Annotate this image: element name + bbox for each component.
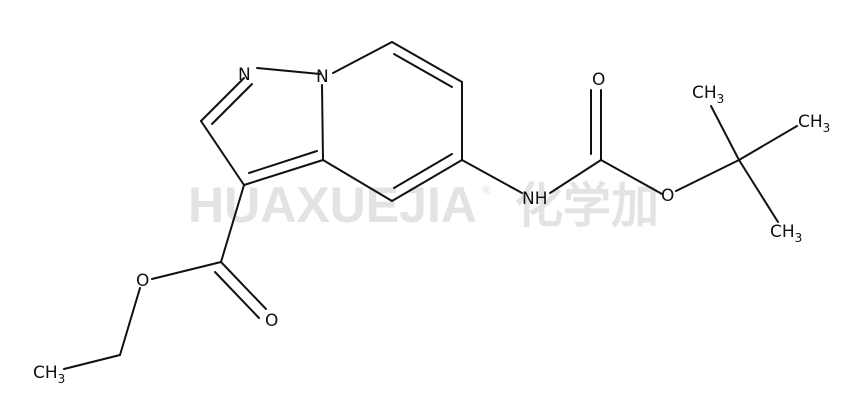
ch3-right-sub: 3 xyxy=(823,121,831,135)
watermark-latin: HUAXUEJIA xyxy=(188,177,477,233)
bond-c7-c6 xyxy=(391,41,463,83)
bond-tbu-ch3-right xyxy=(738,125,798,161)
bond-c5-nh xyxy=(461,159,523,194)
atom-ch3-ethyl: CH3 xyxy=(33,363,65,386)
atom-n-bridge: N xyxy=(316,67,329,87)
bond-nh-carbonyl xyxy=(549,159,602,194)
bond-c5-c4-double xyxy=(393,153,453,189)
watermark: HUAXUEJIA ® 化学加 xyxy=(188,177,659,233)
bond-o-ether-tbu xyxy=(675,159,740,192)
bond-tbu-ch3-bottom xyxy=(738,159,779,223)
bond-n-bridge-c7 xyxy=(332,41,393,74)
ch3-top-main: CH xyxy=(692,83,717,103)
atom-o-ester-ether: O xyxy=(136,271,149,291)
watermark-registered: ® xyxy=(482,183,491,197)
bond-c4-c3a xyxy=(322,159,393,202)
bond-tbu-ch3-top xyxy=(710,105,740,161)
bond-c5-c4 xyxy=(391,159,463,202)
atom-o-ester-carbonyl: O xyxy=(265,311,278,331)
bond-ester-c-o-carbonyl-double xyxy=(214,271,260,319)
bond-c3-c3a-double xyxy=(248,150,318,174)
bond-n1-c2 xyxy=(200,77,245,122)
atom-ch3-top: CH3 xyxy=(692,83,724,106)
watermark-chinese: 化学加 xyxy=(515,180,659,233)
bond-n1-c2-double xyxy=(211,83,253,125)
atom-nh: NH xyxy=(522,189,548,209)
bond-c2-c3 xyxy=(200,120,245,186)
bond-ester-c-o-carbonyl xyxy=(220,261,267,310)
bond-c3-ester-c xyxy=(220,184,245,263)
atom-n-pyrazole: N xyxy=(238,65,251,85)
ch3-top-sub: 3 xyxy=(717,92,725,106)
atom-ch3-right: CH3 xyxy=(798,112,830,135)
atom-o-ether-boc: O xyxy=(661,186,674,206)
ch3-ethyl-main: CH xyxy=(33,363,58,383)
atom-labels: N N O NH O CH3 CH3 CH3 O O CH3 xyxy=(33,65,830,386)
bond-carbonyl-o-ether xyxy=(600,159,663,195)
bond-o-ether-ch2 xyxy=(119,287,141,356)
atom-o-carbonyl-boc: O xyxy=(592,70,605,90)
ch3-right-main: CH xyxy=(798,112,823,132)
bond-n1-n2 xyxy=(256,67,321,75)
ch3-bottom-main: CH xyxy=(770,222,795,242)
bond-c7-c6-double xyxy=(393,53,453,88)
atom-ch3-bottom: CH3 xyxy=(770,222,802,245)
bond-ch2-ch3 xyxy=(63,354,121,370)
bond-c3-c3a xyxy=(243,159,324,186)
ch3-ethyl-sub: 3 xyxy=(58,372,66,386)
bond-c3a-n-bridge xyxy=(321,84,324,161)
ch3-bottom-sub: 3 xyxy=(795,231,803,245)
bond-ester-c-o-ether xyxy=(151,261,222,280)
bonds xyxy=(63,41,798,370)
